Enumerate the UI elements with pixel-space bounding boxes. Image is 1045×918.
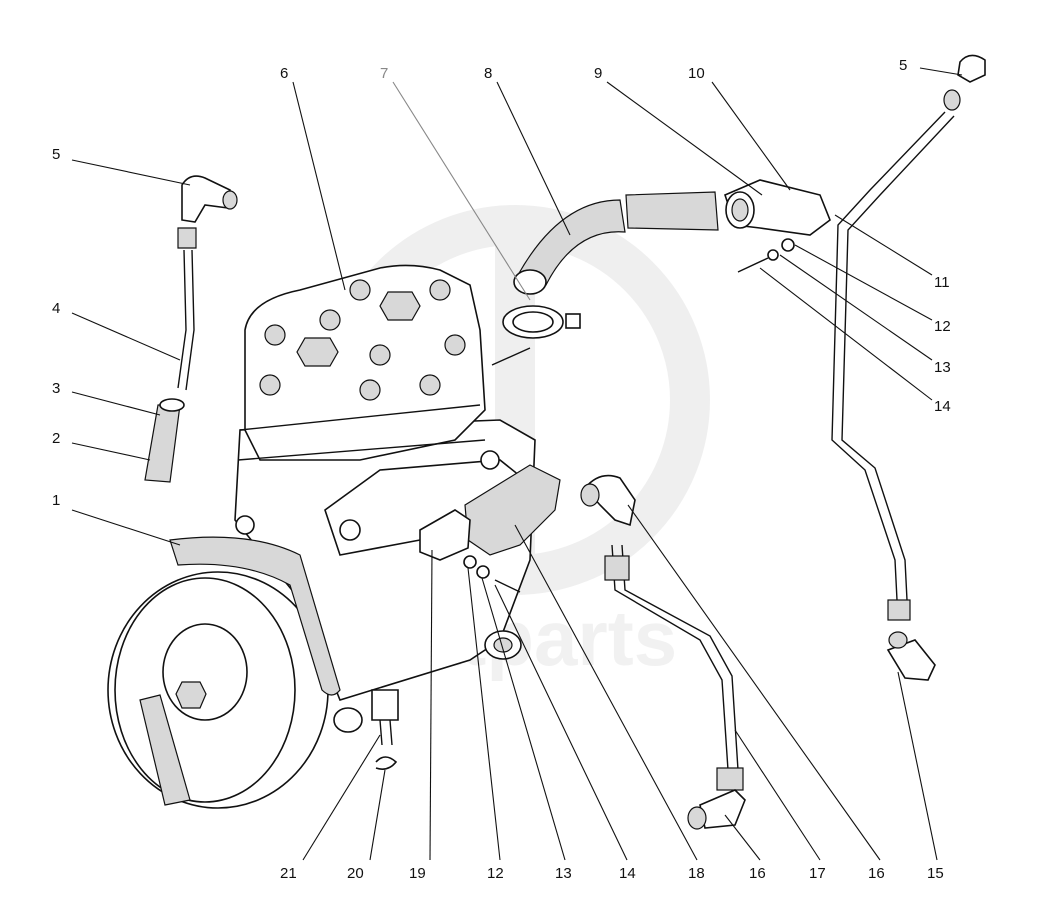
- callout-10: 10: [688, 65, 705, 82]
- compressor-assembly: [234, 264, 536, 733]
- callout-12-top: 12: [934, 318, 951, 335]
- pressure-pipe: [831, 54, 986, 681]
- leader-lines: [71, 67, 963, 861]
- callout-15: 15: [927, 865, 944, 882]
- callout-13-top: 13: [934, 359, 951, 376]
- side-cover: [371, 464, 561, 770]
- callout-16-right: 16: [868, 865, 885, 882]
- callout-8: 8: [484, 65, 492, 82]
- callout-13-bottom: 13: [555, 865, 572, 882]
- callout-5-left: 5: [52, 146, 60, 163]
- air-hose: [491, 191, 719, 366]
- callout-4: 4: [52, 300, 60, 317]
- callout-6: 6: [280, 65, 288, 82]
- callout-labels: 1 2 3 4 5 6 7 8 9 10 5 11 12 13 14 21 20…: [52, 57, 951, 882]
- callout-19: 19: [409, 865, 426, 882]
- pulley: [107, 536, 341, 809]
- callout-17: 17: [809, 865, 826, 882]
- callout-21: 21: [280, 865, 297, 882]
- outlet-flange: [724, 179, 831, 273]
- callout-5-right: 5: [899, 57, 907, 74]
- callout-18: 18: [688, 865, 705, 882]
- callout-7: 7: [380, 65, 388, 82]
- callout-3: 3: [52, 380, 60, 397]
- head-bolts: [259, 279, 466, 401]
- callout-9: 9: [594, 65, 602, 82]
- callout-20: 20: [347, 865, 364, 882]
- oil-pipe-left: [144, 175, 238, 483]
- callout-14-top: 14: [934, 398, 951, 415]
- callout-14-bottom: 14: [619, 865, 636, 882]
- callout-11: 11: [934, 274, 950, 291]
- return-pipe: [580, 474, 746, 830]
- callout-12-bottom: 12: [487, 865, 504, 882]
- callout-2: 2: [52, 430, 60, 447]
- callout-16-left: 16: [749, 865, 766, 882]
- callout-1: 1: [52, 492, 60, 509]
